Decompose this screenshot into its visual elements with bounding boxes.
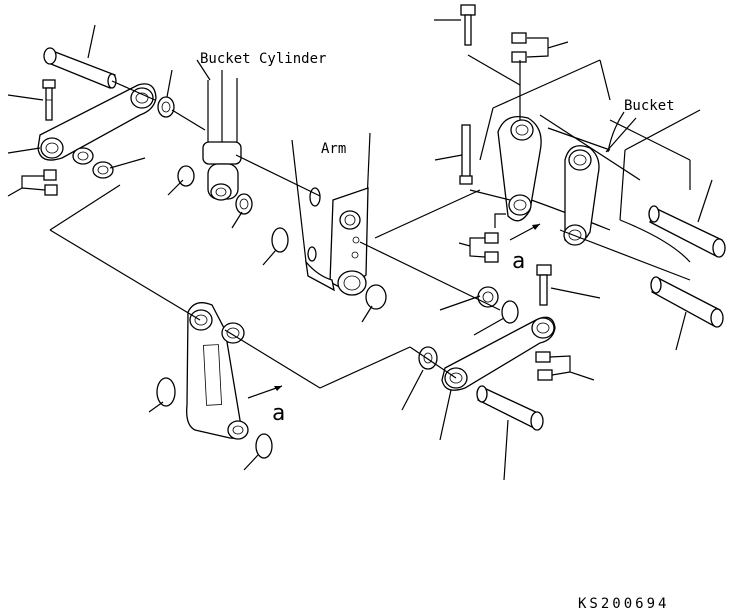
arrow-a-left <box>247 385 283 399</box>
bucket <box>479 59 701 263</box>
bolt-top-right <box>460 4 476 46</box>
bolt-right <box>536 264 552 306</box>
washers-right <box>418 286 519 370</box>
bolt-upper-left <box>42 79 56 121</box>
arm <box>291 132 371 296</box>
arrow-a-right <box>509 223 541 241</box>
pin-lower-center <box>476 385 544 431</box>
nuts-top-right <box>511 32 527 63</box>
h-link <box>156 302 273 459</box>
nuts-mid <box>484 232 499 263</box>
left-link <box>37 83 157 161</box>
pin-upper-left <box>43 47 117 89</box>
connection-lines <box>49 54 691 389</box>
nuts-upper-left <box>43 169 58 196</box>
bolt-mid-left <box>459 124 473 185</box>
washers-left <box>72 96 387 310</box>
drawing-code: KS200694 <box>578 596 669 612</box>
pin-bucket-upper <box>648 205 726 258</box>
leader-lines <box>7 19 713 481</box>
label-bucket-cylinder: Bucket Cylinder <box>200 51 326 67</box>
bucket-cylinder <box>196 59 242 201</box>
label-ref-a-left: a <box>272 401 285 426</box>
pin-bucket-lower <box>650 276 724 328</box>
label-bucket: Bucket <box>624 98 675 114</box>
nuts-right <box>535 351 553 381</box>
label-arm: Arm <box>321 141 346 157</box>
right-link <box>441 316 556 391</box>
label-ref-a-right: a <box>512 249 525 274</box>
